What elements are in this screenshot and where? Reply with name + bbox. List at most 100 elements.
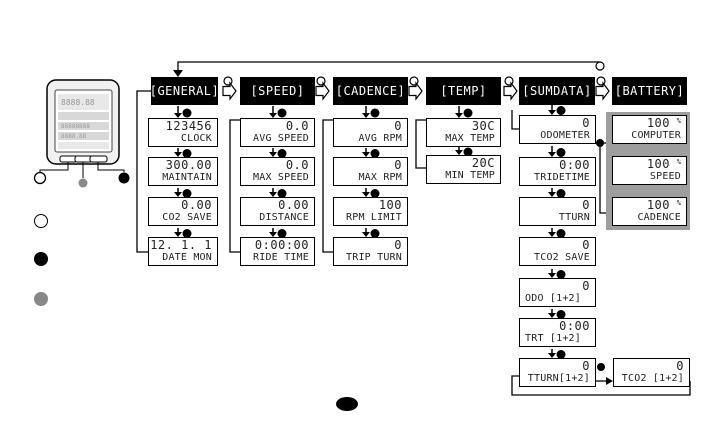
header-temp[interactable]: [TEMP]	[426, 77, 501, 105]
speed-ride-time-value: 0:00:00	[254, 238, 309, 252]
speed-distance-value: 0.00	[278, 198, 309, 212]
sumdata-tco2-screen: 0 TCO2 SAVE	[519, 237, 596, 266]
sumdata-tturn12-screen: 0 TTURN[1+2]	[519, 358, 596, 387]
speed-avg-label: AVG SPEED	[253, 133, 309, 144]
device-lcd-line3: 8888.88	[61, 133, 87, 140]
sumdata-tturn-screen: 0 TTURN	[519, 197, 596, 226]
sumdata-tridetime-label: TRIDETIME	[534, 172, 590, 183]
header-battery[interactable]: [BATTERY]	[612, 77, 687, 105]
down-arrow-icon	[455, 147, 473, 157]
cadence-avg-value: 0	[394, 119, 402, 133]
battery-computer-label: COMPUTER	[631, 130, 681, 141]
battery-computer-percent: %	[676, 117, 681, 125]
cadence-trip-turn-value: 0	[394, 238, 402, 252]
speed-avg-value: 0.0	[285, 119, 309, 133]
sumdata-tco2-value: 0	[582, 238, 590, 252]
down-arrow-icon	[269, 148, 287, 158]
next-section-arrows	[222, 76, 610, 100]
temp-max-label: MAX TEMP	[445, 133, 495, 144]
battery-speed-percent: %	[676, 158, 681, 166]
cadence-limit-screen: 100 RPM LIMIT	[333, 197, 408, 226]
down-arrow-icon	[174, 228, 192, 238]
black-button-dot-icon	[182, 229, 192, 238]
battery-computer-value: 100	[646, 116, 670, 130]
speed-distance-screen: 0.00 DISTANCE	[240, 197, 315, 226]
legend-hollow-circle-icon	[34, 214, 48, 228]
battery-computer-screen: 100 % COMPUTER	[612, 115, 687, 144]
cadence-avg-label: AVG RPM	[358, 133, 402, 144]
down-arrow-icon	[548, 104, 566, 115]
sumdata-odometer-screen: 0 ODOMETER	[519, 115, 596, 144]
header-cadence[interactable]: [CADENCE]	[333, 77, 408, 105]
down-arrow-icon	[269, 228, 287, 238]
black-button-dot-icon	[277, 149, 287, 158]
temp-max-screen: 30C MAX TEMP	[426, 118, 501, 147]
sumdata-odometer-value: 0	[582, 116, 590, 130]
header-sumdata[interactable]: [SUMDATA]	[519, 77, 595, 105]
down-arrow-icon	[548, 188, 566, 198]
sumdata-tridetime-screen: 0:00 TRIDETIME	[519, 157, 596, 186]
battery-speed-value: 100	[646, 157, 670, 171]
sumdata-tturn12-value: 0	[582, 359, 590, 373]
header-speed[interactable]: [SPEED]	[240, 77, 315, 105]
device-lcd-line1: 8888.88	[61, 98, 95, 107]
general-date-label: DATE MON	[162, 252, 212, 263]
down-arrow-icon	[269, 106, 287, 118]
down-arrow-icon	[548, 228, 566, 238]
cadence-limit-value: 100	[378, 198, 402, 212]
temp-max-value: 30C	[471, 119, 495, 133]
black-button-dot-icon	[370, 189, 380, 198]
down-arrow-icon	[174, 106, 192, 118]
down-arrow-icon	[548, 349, 566, 359]
battery-cadence-label: CADENCE	[637, 212, 681, 223]
black-button-dot-icon	[182, 149, 192, 158]
cadence-limit-label: RPM LIMIT	[346, 212, 402, 223]
black-button-dot-icon	[370, 149, 380, 158]
sumdata-odo12-label: ODO [1+2]	[525, 293, 581, 304]
sumdata-trt12-value: 0:00	[559, 319, 590, 333]
sumdata-tturn-label: TTURN	[558, 212, 590, 223]
black-button-dot-icon	[556, 106, 566, 115]
header-general[interactable]: [GENERAL]	[150, 77, 219, 105]
black-button-dot-icon	[556, 350, 566, 359]
cadence-avg-screen: 0 AVG RPM	[333, 118, 408, 147]
black-button-dot-icon	[556, 229, 566, 238]
speed-max-value: 0.0	[285, 158, 309, 172]
general-clock-screen: 123456 CLOCK	[148, 118, 218, 147]
temp-min-screen: 20C MIN TEMP	[426, 155, 501, 184]
down-arrow-icon	[362, 148, 380, 158]
cadence-max-value: 0	[394, 158, 402, 172]
black-button-dot-icon	[182, 189, 192, 198]
down-arrow-icon	[174, 148, 192, 158]
general-maintain-value: 300.00	[165, 158, 212, 172]
device-lcd-line2: 88888888	[61, 123, 90, 130]
sumdata-odometer-label: ODOMETER	[540, 130, 590, 141]
sumdata-tco212-value: 0	[676, 359, 684, 373]
sumdata-tturn-value: 0	[582, 198, 590, 212]
black-button-dot-icon	[370, 229, 380, 238]
down-arrow-icon	[269, 188, 287, 198]
general-maintain-label: MAINTAIN	[162, 172, 212, 183]
black-button-dot-icon	[182, 108, 192, 118]
down-arrow-icon	[362, 188, 380, 198]
legend-gray-circle-icon	[34, 292, 48, 306]
black-button-dot-icon	[463, 147, 473, 157]
black-button-dot-icon	[463, 108, 473, 118]
general-co2-screen: 0.00 CO2 SAVE	[148, 197, 218, 226]
speed-max-screen: 0.0 MAX SPEED	[240, 157, 315, 186]
sumdata-tridetime-value: 0:00	[559, 158, 590, 172]
temp-min-value: 20C	[471, 156, 495, 170]
temp-min-label: MIN TEMP	[445, 170, 495, 181]
cadence-max-screen: 0 MAX RPM	[333, 157, 408, 186]
black-button-dot-icon	[556, 148, 566, 157]
general-clock-value: 123456	[165, 119, 212, 133]
general-clock-label: CLOCK	[180, 133, 212, 144]
battery-speed-screen: 100 % SPEED	[612, 156, 687, 185]
down-arrow-icon	[548, 269, 566, 279]
sumdata-odo12-value: 0	[582, 279, 590, 293]
cadence-max-label: MAX RPM	[358, 172, 402, 183]
speed-max-label: MAX SPEED	[253, 172, 309, 183]
general-maintain-screen: 300.00 MAINTAIN	[148, 157, 218, 186]
